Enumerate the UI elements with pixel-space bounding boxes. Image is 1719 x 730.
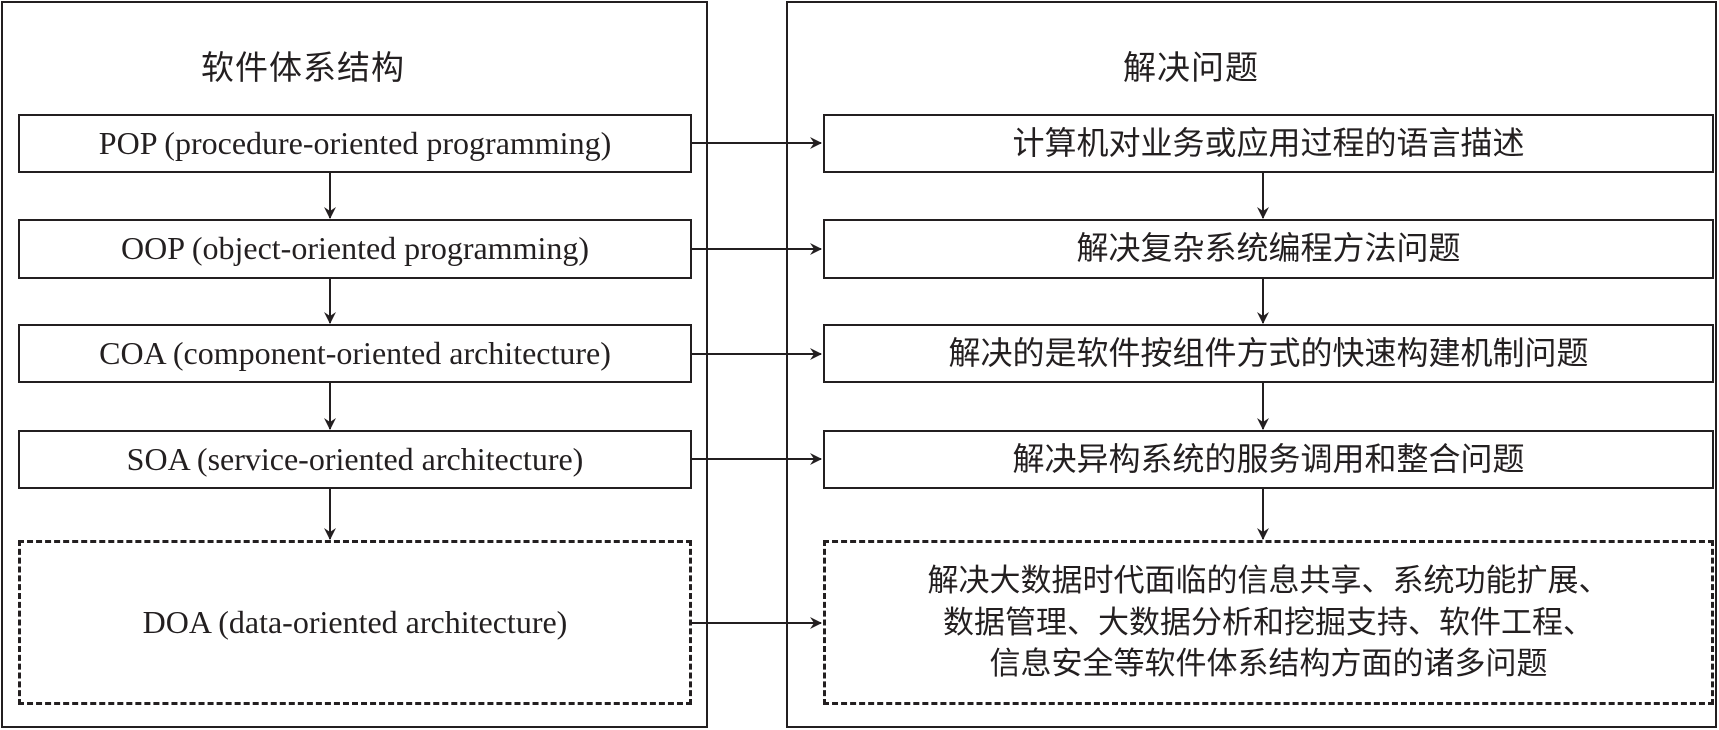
problem-label: 解决复杂系统编程方法问题 <box>1076 230 1461 267</box>
problem-box-soa: 解决异构系统的服务调用和整合问题 <box>823 430 1714 489</box>
architecture-label: DOA (data-oriented architecture) <box>142 603 568 640</box>
architecture-box-doa: DOA (data-oriented architecture) <box>18 540 692 705</box>
architecture-box-soa: SOA (service-oriented architecture) <box>18 430 692 489</box>
architecture-label: SOA (service-oriented architecture) <box>126 440 584 477</box>
architecture-panel-title: 软件体系结构 <box>201 51 405 87</box>
problem-box-pop: 计算机对业务或应用过程的语言描述 <box>823 114 1714 173</box>
problem-label: 解决异构系统的服务调用和整合问题 <box>1012 440 1525 477</box>
problems-panel-title: 解决问题 <box>1123 51 1259 87</box>
problem-box-oop: 解决复杂系统编程方法问题 <box>823 219 1714 279</box>
architecture-box-pop: POP (procedure-oriented programming) <box>18 114 692 173</box>
architecture-box-oop: OOP (object-oriented programming) <box>18 219 692 279</box>
problem-label: 解决大数据时代面临的信息共享、系统功能扩展、 数据管理、大数据分析和挖掘支持、软… <box>927 562 1610 682</box>
problem-box-coa: 解决的是软件按组件方式的快速构建机制问题 <box>823 324 1714 383</box>
architecture-label: POP (procedure-oriented programming) <box>98 124 612 161</box>
problem-label: 计算机对业务或应用过程的语言描述 <box>1012 124 1525 161</box>
problem-label: 解决的是软件按组件方式的快速构建机制问题 <box>948 334 1589 371</box>
architecture-label: COA (component-oriented architecture) <box>99 334 611 371</box>
architecture-box-coa: COA (component-oriented architecture) <box>18 324 692 383</box>
problem-box-doa: 解决大数据时代面临的信息共享、系统功能扩展、 数据管理、大数据分析和挖掘支持、软… <box>823 540 1714 705</box>
architecture-label: OOP (object-oriented programming) <box>120 230 589 267</box>
